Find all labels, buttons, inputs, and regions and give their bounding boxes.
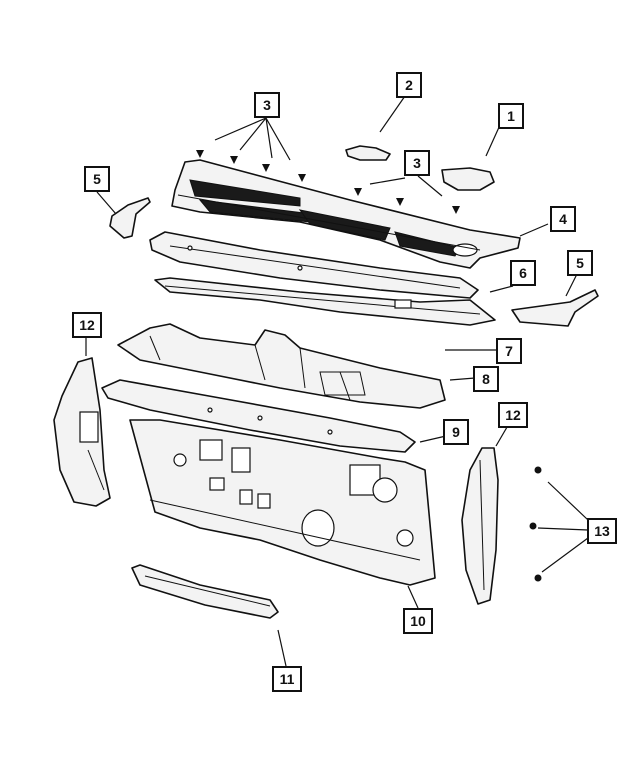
cowl-top-panel [171,159,521,269]
dash-panel [129,419,436,586]
cover-cap [345,145,391,161]
callout-12-left: 12 [72,312,102,338]
air-duct [441,167,495,191]
callout-3-mid: 3 [404,150,430,176]
callout-1: 1 [498,103,524,129]
side-panel-right [461,447,499,605]
callout-8: 8 [473,366,499,392]
callout-6: 6 [510,260,536,286]
corner-bracket-right [511,289,599,327]
callout-5-right: 5 [567,250,593,276]
dash-panel-strip [101,379,416,453]
callout-12-right: 12 [498,402,528,428]
nuts [529,466,542,582]
cowl-inner-panel [117,323,446,409]
push-clips [196,150,460,214]
callout-9: 9 [443,419,469,445]
callout-4: 4 [550,206,576,232]
callout-7: 7 [496,338,522,364]
cowl-support-upper [149,231,479,299]
cowl-plenum [154,277,496,326]
callout-11: 11 [272,666,302,692]
callout-10: 10 [403,608,433,634]
callout-3-top: 3 [254,92,280,118]
leader-lines [85,95,589,667]
corner-bracket-left [109,197,151,239]
side-panel-left [53,357,111,507]
lower-crossmember [131,564,279,619]
callout-2: 2 [396,72,422,98]
callout-13: 13 [587,518,617,544]
callout-5-left: 5 [84,166,110,192]
